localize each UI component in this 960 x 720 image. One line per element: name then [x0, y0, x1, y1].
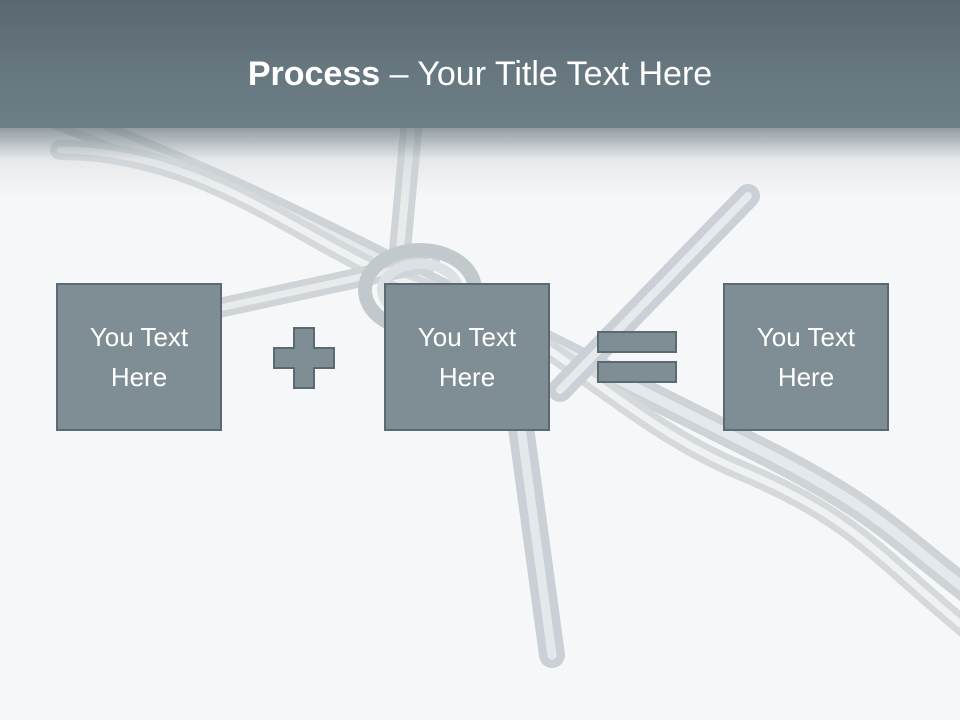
process-box-2-text: You Text Here: [417, 322, 517, 392]
process-box-1-text: You Text Here: [89, 322, 189, 392]
title-rest: Your Title Text Here: [417, 55, 713, 93]
process-box-2[interactable]: You Text Here: [384, 283, 550, 431]
title-bold-word: Process: [247, 55, 381, 93]
title-dash: –: [380, 55, 418, 93]
process-box-3-text: You Text Here: [756, 322, 856, 392]
title-bar: [0, 0, 960, 128]
plus-icon: [273, 327, 335, 389]
process-box-3[interactable]: You Text Here: [723, 283, 889, 431]
slide-title[interactable]: Process – Your Title Text Here: [0, 52, 960, 96]
equals-icon: [597, 331, 677, 383]
title-bar-fade: [0, 128, 960, 198]
process-box-1[interactable]: You Text Here: [56, 283, 222, 431]
